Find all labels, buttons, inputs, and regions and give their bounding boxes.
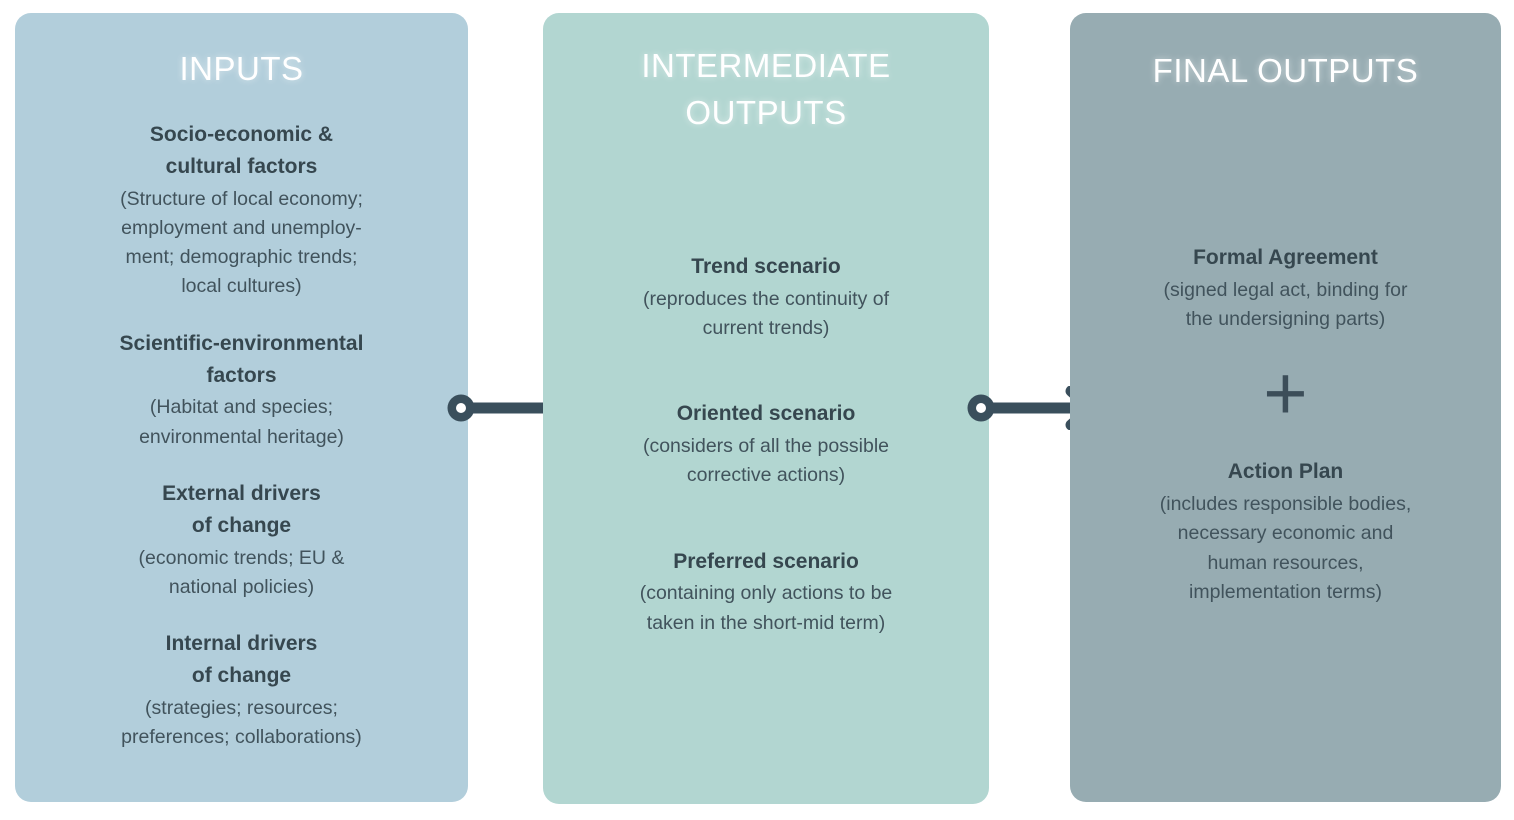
column-body-inputs: Socio-economic &cultural factors (Struct…: [15, 93, 468, 802]
block-heading: Action Plan: [1227, 460, 1344, 484]
block-heading: Oriented scenario: [676, 402, 856, 426]
block-heading: Formal Agreement: [1193, 245, 1378, 269]
block-formal-agreement: Formal Agreement (signed legal act, bind…: [1070, 242, 1501, 334]
column-card-inputs: INPUTS Socio-economic &cultural factors …: [15, 13, 468, 802]
column-body-intermediate-outputs: Trend scenario (reproduces the continuit…: [543, 137, 989, 804]
block-detail: (Habitat and species;environmental herit…: [139, 396, 344, 448]
block-heading: Socio-economic &cultural factors: [149, 122, 334, 178]
block-socio-economic: Socio-economic &cultural factors (Struct…: [15, 119, 468, 302]
column-title-inputs: INPUTS: [179, 50, 304, 87]
block-heading: Preferred scenario: [673, 549, 859, 573]
block-detail: (includes responsible bodies,necessary e…: [1159, 493, 1412, 603]
plus-icon: +: [1263, 351, 1308, 437]
column-card-final-outputs: FINAL OUTPUTS Formal Agreement (signed l…: [1070, 13, 1501, 802]
block-preferred-scenario: Preferred scenario (containing only acti…: [543, 546, 989, 638]
column-title-final-outputs: FINAL OUTPUTS: [1152, 52, 1419, 89]
block-detail: (Structure of local economy;employment a…: [120, 187, 363, 298]
column-body-final-outputs: Formal Agreement (signed legal act, bind…: [1070, 95, 1501, 802]
block-detail: (strategies; resources;preferences; coll…: [121, 697, 362, 749]
block-oriented-scenario: Oriented scenario (considers of all the …: [543, 398, 989, 490]
block-detail: (economic trends; EU &national policies): [138, 546, 345, 599]
block-trend-scenario: Trend scenario (reproduces the continuit…: [543, 251, 989, 343]
block-heading: Trend scenario: [691, 254, 841, 278]
block-action-plan: Action Plan (includes responsible bodies…: [1070, 456, 1501, 607]
